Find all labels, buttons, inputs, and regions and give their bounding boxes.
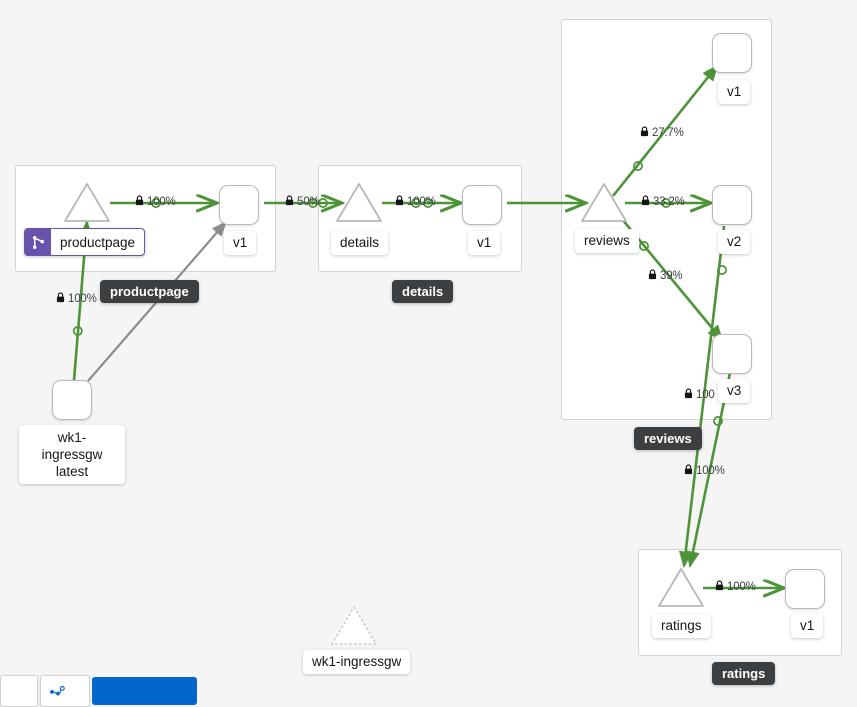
node-label-productpage-v1: v1 [224,231,257,255]
bottom-toolbar [0,669,857,707]
lock-icon [641,195,650,209]
edge-label-reviews-to-v3: 39% [648,269,683,283]
node-label-productpage[interactable]: productpage [24,228,146,256]
edge-label-reviews-to-v2: 33.2% [641,195,685,209]
edge-label-productpage-v1-to-details: 50% [285,195,320,209]
node-workload-productpage-v1[interactable] [219,185,259,225]
lock-icon [640,126,649,140]
legend-controls-group[interactable] [40,675,90,707]
group-label-ratings: ratings [712,662,776,685]
node-workload-reviews-v2[interactable] [712,185,752,225]
node-workload-details-v1[interactable] [462,185,502,225]
node-label-details-v1: v1 [468,231,501,255]
edge-label-ratings-to-v1: 100% [715,580,756,594]
lock-icon [684,464,693,478]
node-label-wk1-ingressgw-service: wk1-ingressgw [303,650,411,674]
group-label-reviews: reviews [634,427,702,450]
lock-icon [648,269,657,283]
node-label-ingressgw-line1: wk1-ingressgw [41,430,103,462]
lock-icon [684,388,693,402]
node-label-details: details [331,231,389,255]
lock-icon [715,580,724,594]
node-label-ingressgw-line2: latest [55,464,89,479]
node-service-wk1-ingressgw-idle[interactable] [331,606,377,645]
node-workload-reviews-v1[interactable] [712,33,752,73]
edge-rate-ratings-to-v1: 100% [727,581,756,593]
group-label-details: details [392,280,454,303]
edge-rate-reviews-to-v1: 27.7% [652,127,684,139]
edge-rate-reviews-v3-to-ratings: 100% [696,465,725,477]
primary-action-button[interactable] [92,677,197,705]
node-label-productpage-text: productpage [60,234,136,250]
node-label-reviews-v2: v2 [718,230,751,254]
node-workload-ingressgw[interactable] [52,380,92,420]
node-workload-ratings-v1[interactable] [785,569,825,609]
edge-label-reviews-v2-to-ratings: 100 [684,388,715,402]
zoom-out-button[interactable] [1,676,17,706]
lock-icon [395,195,404,209]
edge-rate-ingressgw-to-productpage: 100% [68,293,97,305]
lock-icon [56,292,65,306]
edge-rate-reviews-to-v3: 39% [660,270,683,282]
edge-label-reviews-to-v1: 27.7% [640,126,684,140]
edge-label-productpage-to-v1: 100% [135,195,176,209]
node-label-reviews-v3: v3 [718,379,751,403]
node-label-ratings-v1: v1 [791,614,824,638]
zoom-controls-group[interactable] [0,675,38,707]
lock-icon [285,195,294,209]
edge-label-reviews-v3-to-ratings: 100% [684,464,725,478]
node-label-ingressgw: wk1-ingressgw latest [19,425,125,484]
edge-label-ingressgw-to-productpage: 100% [56,292,97,306]
edge-rate-details-to-v1: 100% [407,196,436,208]
node-workload-reviews-v3[interactable] [712,334,752,374]
node-label-ratings: ratings [652,614,711,638]
edge-rate-reviews-v2-to-ratings: 100 [696,389,715,401]
edge-rate-reviews-to-v2: 33.2% [653,196,685,208]
edge-label-details-to-v1: 100% [395,195,436,209]
legend-icon[interactable] [41,676,75,706]
group-label-productpage: productpage [100,280,199,303]
lock-icon [135,195,144,209]
node-label-reviews-v1: v1 [718,80,751,104]
virtual-service-icon [25,229,51,255]
edge-rate-productpage-v1-to-details: 50% [297,196,320,208]
edge-rate-productpage-to-v1: 100% [147,196,176,208]
node-label-reviews: reviews [575,229,639,253]
